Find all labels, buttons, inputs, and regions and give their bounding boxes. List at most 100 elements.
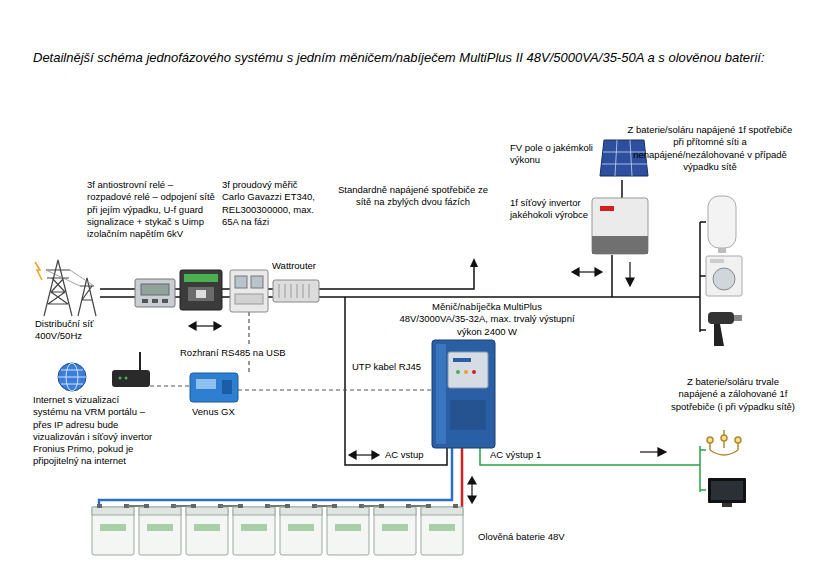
battery-icon	[144, 504, 149, 508]
tv-icon	[708, 478, 746, 503]
wattrouter-icon	[273, 280, 319, 302]
relay-icon	[141, 284, 169, 295]
port-label: AC výstup 1	[490, 449, 541, 461]
meter-icon	[235, 294, 263, 304]
battery-icon	[147, 524, 173, 531]
venus-gx-icon	[190, 373, 238, 402]
venus-gx-icon	[190, 373, 238, 402]
battery-icon	[92, 504, 463, 555]
battery-icon	[379, 504, 384, 508]
battery-icon	[426, 504, 431, 508]
battery-icon	[97, 504, 102, 508]
tv-icon	[708, 478, 746, 507]
flow-arrow	[640, 451, 660, 452]
battery-icon	[238, 504, 243, 508]
battery-icon	[241, 524, 267, 531]
grid-wire	[611, 255, 613, 297]
multiplus-icon	[464, 370, 468, 374]
washing-machine-icon	[706, 256, 742, 296]
contactor-icon	[188, 287, 214, 301]
device-label: Wattrouter	[272, 260, 316, 272]
battery-icon	[186, 507, 228, 515]
green-output-wire	[480, 446, 706, 492]
battery-icon	[285, 504, 290, 508]
relay-icon	[135, 279, 175, 307]
contactor-icon	[184, 274, 218, 282]
battery-icon	[374, 507, 416, 555]
drill-icon	[708, 312, 734, 324]
pylon-icon	[46, 270, 94, 286]
data-cable	[150, 385, 190, 386]
battery-icon	[139, 507, 181, 515]
tv-icon	[711, 481, 743, 500]
battery-icon	[233, 507, 275, 515]
wattrouter-icon	[279, 284, 309, 298]
port-label: AC vstup	[385, 449, 424, 461]
washing-machine-icon	[706, 256, 742, 296]
data-cable	[238, 389, 432, 390]
relay-icon	[135, 279, 175, 307]
inverter-note: 1f síťový invertor jakéhokoli výrobce	[510, 197, 590, 222]
relay-icon	[162, 299, 168, 303]
contactor-icon	[180, 270, 222, 310]
meter-note: 3f proudový měřič Carlo Gavazzi ET340, R…	[222, 179, 317, 228]
battery-icon	[191, 504, 196, 508]
battery-icon	[233, 507, 275, 555]
multiplus-icon	[432, 340, 495, 448]
multiplus-icon	[472, 370, 476, 374]
lamp-icon	[707, 430, 741, 455]
flow-arrow	[214, 322, 221, 330]
battery-wire	[99, 448, 452, 507]
flow-arrow	[629, 262, 630, 280]
cable-label: UTP kabel RJ45	[352, 361, 421, 373]
consumer-note: Z baterie/soláru napájené 1f spotřebiče …	[626, 124, 794, 173]
drill-icon	[714, 324, 724, 346]
battery-icon	[421, 507, 463, 515]
flow-arrow	[468, 496, 476, 503]
flow-arrow	[468, 477, 476, 484]
flow-arrow	[349, 451, 356, 459]
flow-arrow	[194, 325, 216, 326]
boiler-icon	[718, 248, 726, 253]
pylon-icon	[44, 260, 72, 316]
battery-icon	[453, 504, 458, 508]
battery-icon	[280, 507, 322, 515]
tv-icon	[722, 503, 732, 507]
inverter-icon	[592, 198, 648, 254]
battery-icon	[186, 507, 228, 555]
multiplus-icon	[432, 340, 495, 448]
inverter-icon	[592, 236, 648, 254]
battery-icon	[288, 524, 314, 531]
wattrouter-icon	[273, 280, 319, 302]
globe-icon	[58, 363, 86, 391]
inverter-icon	[592, 198, 648, 254]
drill-icon	[708, 312, 742, 346]
router-icon	[139, 352, 141, 370]
battery-icon	[327, 507, 369, 555]
venus-gx-icon	[222, 380, 232, 394]
battery-icon	[421, 507, 463, 555]
consumer-note: Standardně napájené spotřebiče ze sítě n…	[338, 184, 488, 209]
battery-icon	[327, 507, 369, 515]
drill-icon	[734, 315, 742, 321]
router-icon	[112, 352, 150, 387]
flow-arrow	[372, 451, 379, 459]
internet-note: Internet s vizualizací systému na VRM po…	[33, 394, 153, 468]
battery-icon	[280, 507, 322, 555]
globe-icon	[58, 363, 86, 391]
meter-icon	[230, 270, 268, 312]
boiler-icon	[708, 196, 736, 253]
battery-icon	[335, 524, 361, 531]
lamp-icon	[707, 437, 713, 443]
battery-icon	[374, 507, 416, 515]
grid-label: Distribuční síť 400V/50Hz	[35, 318, 127, 343]
pylon-icon	[78, 278, 96, 316]
data-cable	[248, 312, 249, 373]
battery-icon	[139, 507, 181, 555]
contactor-icon	[180, 270, 222, 310]
flow-arrow	[658, 448, 666, 456]
backup-consumer-note: Z baterie/soláru trvale napájené a záloh…	[668, 376, 798, 413]
battery-wire	[461, 448, 464, 507]
